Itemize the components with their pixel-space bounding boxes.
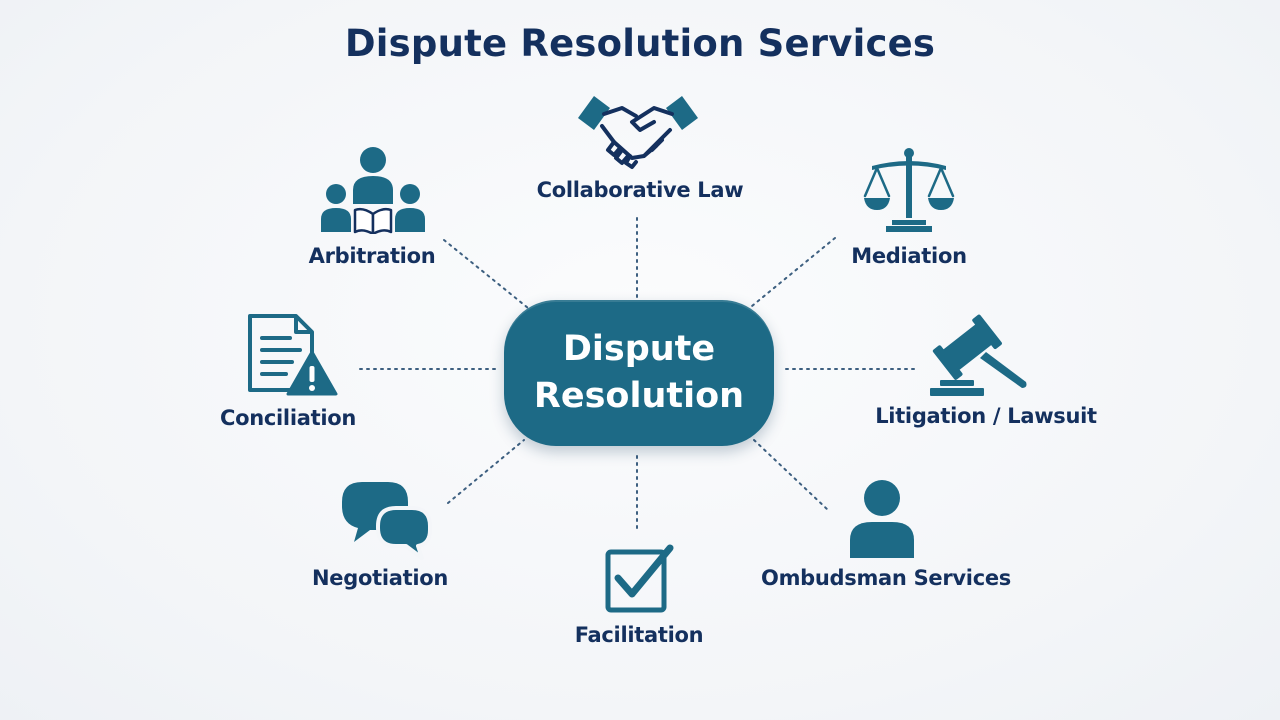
hub-label: Dispute Resolution <box>519 326 759 420</box>
node-label-litigation: Litigation / Lawsuit <box>875 404 1097 428</box>
node-label-ombudsman: Ombudsman Services <box>761 566 1011 590</box>
hub-label-line1: Dispute <box>562 329 716 369</box>
node-label-arbitration: Arbitration <box>308 244 436 268</box>
group-with-book-icon <box>321 147 425 234</box>
node-label-negotiation: Negotiation <box>312 566 448 590</box>
connector-ombudsman <box>753 439 829 511</box>
document-warning-icon <box>248 314 338 396</box>
connector-negotiation <box>447 439 525 504</box>
hub-label-line2: Resolution <box>533 376 745 416</box>
node-label-facilitation: Facilitation <box>574 623 704 647</box>
speech-bubbles-icon <box>342 482 432 560</box>
connector-arbitration <box>443 239 529 309</box>
person-icon <box>850 480 914 558</box>
node-label-mediation: Mediation <box>851 244 967 268</box>
diagram-title: Dispute Resolution Services <box>344 22 936 65</box>
node-label-conciliation: Conciliation <box>219 406 357 430</box>
gavel-icon <box>930 314 1027 396</box>
hub-node: Dispute Resolution <box>504 300 774 446</box>
node-label-collaborative-law: Collaborative Law <box>536 178 744 202</box>
checkbox-icon <box>605 544 674 613</box>
scales-icon <box>863 148 955 232</box>
handshake-icon <box>578 96 698 169</box>
connector-mediation <box>751 237 836 307</box>
